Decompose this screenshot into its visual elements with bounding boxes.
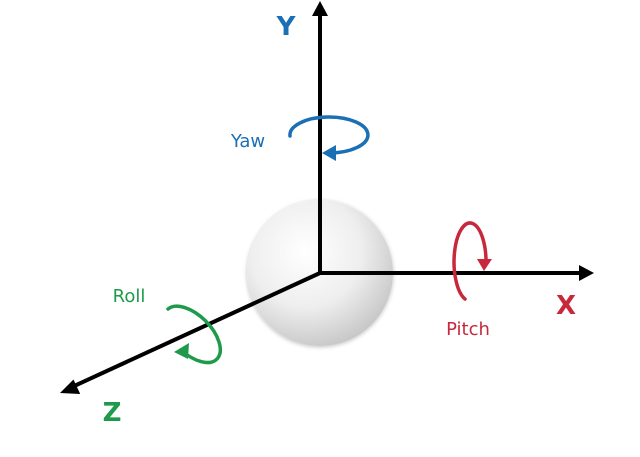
z-axis-line: [71, 271, 321, 389]
y-axis-label: Y: [276, 12, 297, 42]
y-axis-arrowhead: [312, 1, 328, 16]
roll-label: Roll: [113, 286, 146, 307]
yaw-label: Yaw: [230, 131, 265, 152]
x-axis-arrowhead: [579, 265, 594, 281]
x-axis-label: X: [556, 291, 576, 321]
yaw-rotation-arrow: [288, 115, 370, 161]
z-axis-label: Z: [103, 398, 122, 428]
z-axis-arrowhead: [60, 379, 81, 394]
roll-rotation-arrow: [166, 304, 222, 365]
pitch-rotation-arrow: [452, 221, 492, 301]
pitch-label: Pitch: [446, 319, 490, 340]
